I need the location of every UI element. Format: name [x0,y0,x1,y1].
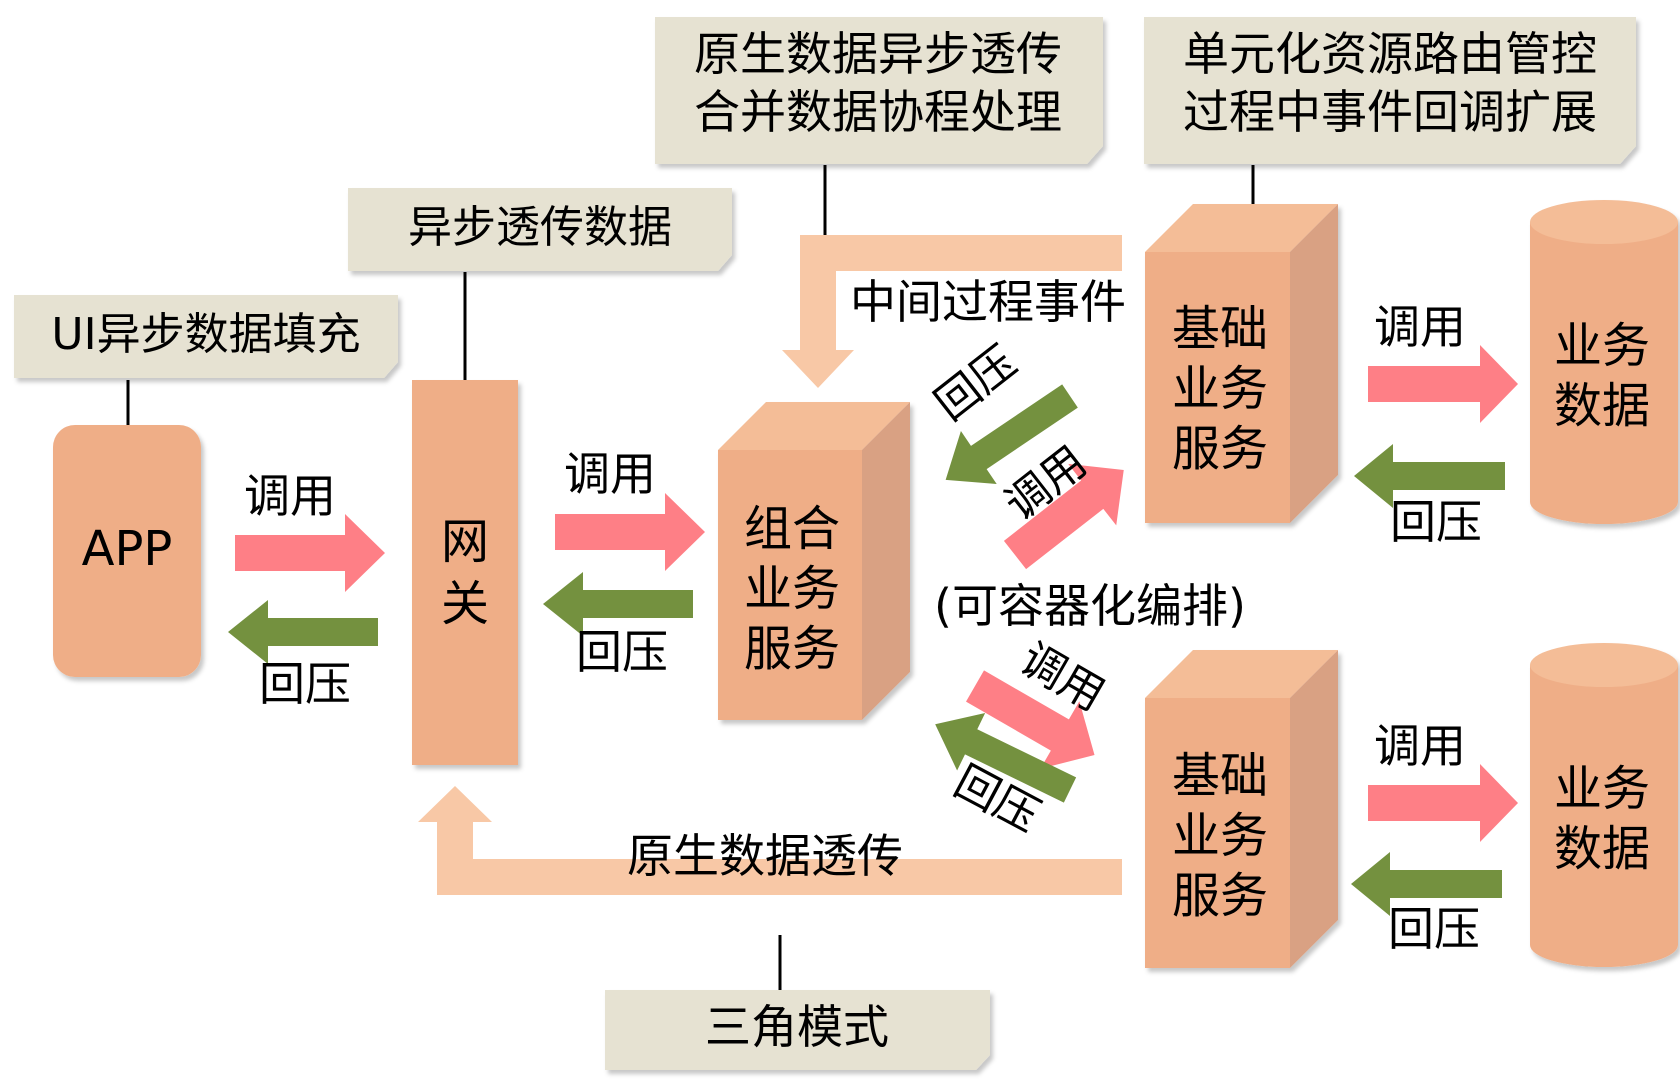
business-data-top-node [1530,200,1678,524]
base-service-top-label-line2: 业务 [1172,361,1268,417]
label-backpressure-gateway-app: 回压 [259,657,351,711]
note-gateway-async: 异步透传数据 [348,188,732,271]
app-box [53,425,201,677]
note-text-line1: 单元化资源路由管控 [1183,27,1597,81]
label-backpressure-data-base-top: 回压 [1390,495,1482,549]
base-service-top-label-line1: 基础 [1172,301,1268,357]
note-shape [1144,17,1636,164]
note-text-line2: 合并数据协程处理 [694,85,1062,139]
label-call-gateway-combined: 调用 [564,447,656,501]
combined-service-label-line2: 业务 [744,561,840,617]
box-top [718,402,910,450]
business-data-top-label-line1: 业务 [1554,318,1650,374]
business-data-top-label-line2: 数据 [1554,378,1650,434]
gateway-label-line2: 关 [441,576,489,632]
call-arrow-gateway-combined [555,493,705,571]
combined-service-node [718,402,910,720]
label-native-passthrough: 原生数据透传 [627,829,903,883]
intermediate-events-arrow [782,235,1122,388]
call-arrow-base-bottom-data [1368,764,1518,842]
note-triangle: 三角模式 [605,990,990,1070]
note-ui-async: UI异步数据填充 [14,295,398,378]
business-data-bottom-label-line2: 数据 [1554,821,1650,877]
box-front [718,450,862,720]
label-intermediate-events: 中间过程事件 [850,275,1126,329]
backpressure-arrow-base-bottom-combined [935,713,1077,803]
call-arrow-combined-base-top [1003,463,1124,570]
note-unit: 单元化资源路由管控 过程中事件回调扩展 [1144,17,1636,164]
box-top [1145,650,1338,698]
note-text: UI异步数据填充 [51,309,360,360]
base-service-bottom-label-line3: 服务 [1172,868,1268,924]
business-data-bottom-node [1530,643,1678,967]
label-call-base-bottom-data: 调用 [1374,719,1466,773]
label-call-app-gateway: 调用 [244,469,336,523]
base-service-bottom-node [1145,650,1338,968]
backpressure-arrow-base-top-combined [945,384,1078,485]
backpressure-arrow-data-base-bottom [1351,852,1502,916]
cylinder-top [1530,200,1678,244]
cylinder-body [1530,222,1678,524]
cylinder-top [1530,643,1678,687]
gateway-node: 网 关 [412,380,518,765]
backpressure-arrow-combined-gateway [543,572,693,636]
call-arrow-combined-base-bottom [966,670,1095,769]
base-service-top-node [1145,204,1338,523]
note-shape [14,295,398,378]
base-service-bottom-label-line1: 基础 [1172,748,1268,804]
app-node: APP [53,425,201,677]
cylinder-body [1530,665,1678,967]
note-shape [605,990,990,1070]
combined-service-label-line3: 服务 [744,621,840,677]
base-service-top-label-line3: 服务 [1172,421,1268,477]
box-side [1290,204,1338,523]
call-arrow-base-top-data [1368,345,1518,423]
gateway-box [412,380,518,765]
note-text-line1: 原生数据异步透传 [694,27,1062,81]
note-text: 异步透传数据 [408,202,672,253]
box-front [1145,698,1290,968]
note-text: 三角模式 [705,1000,889,1054]
box-front [1145,252,1290,523]
backpressure-arrow-gateway-app [228,600,378,664]
call-arrow-app-gateway [235,514,385,592]
note-combine: 原生数据异步透传 合并数据协程处理 [655,17,1103,164]
note-shape [348,188,732,271]
label-backpressure-data-base-bottom: 回压 [1388,902,1480,956]
native-passthrough-arrow [418,786,1122,895]
app-label: APP [82,521,173,577]
gateway-label-line1: 网 [441,514,489,570]
note-connectors [126,165,1255,990]
combined-service-label-line1: 组合 [744,501,840,557]
label-call-base-top-data: 调用 [1374,300,1466,354]
label-backpressure-combined-gateway: 回压 [576,625,668,679]
business-data-bottom-label-line1: 业务 [1554,761,1650,817]
label-backpressure-base-top: 回压 [926,336,1027,430]
label-containerized: (可容器化编排) [934,579,1246,633]
note-text-line2: 过程中事件回调扩展 [1183,85,1597,139]
note-shape [655,17,1103,164]
box-top [1145,204,1338,252]
base-service-bottom-label-line2: 业务 [1172,808,1268,864]
box-side [862,402,910,720]
backpressure-arrow-data-base-top [1354,444,1505,508]
box-side [1290,650,1338,968]
